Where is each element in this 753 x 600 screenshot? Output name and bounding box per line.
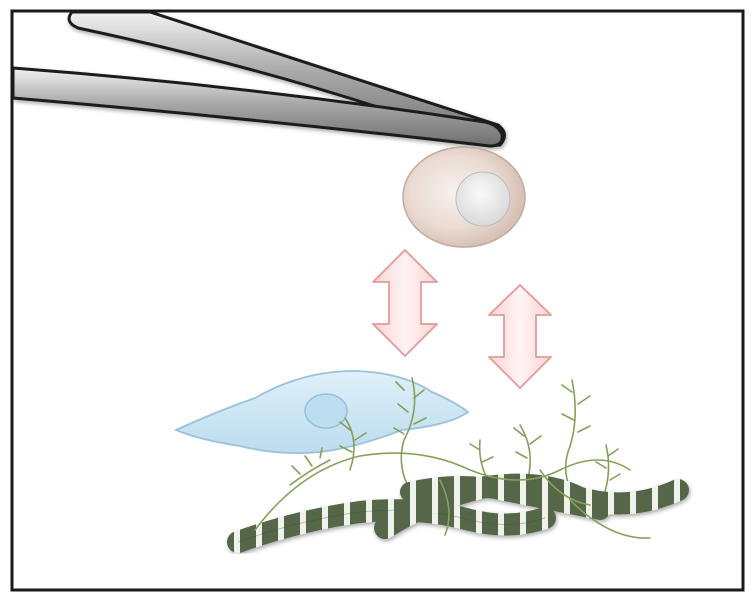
double-arrow-icon [488,284,552,389]
cell-icon [173,370,470,455]
nucleus-icon [304,393,348,429]
tweezer-icon [13,12,506,148]
figure-frame [10,9,745,592]
double-arrow-icon [372,249,438,357]
bead-icon [402,146,526,248]
fibre-icon [227,473,689,553]
branch-icon [254,452,651,539]
